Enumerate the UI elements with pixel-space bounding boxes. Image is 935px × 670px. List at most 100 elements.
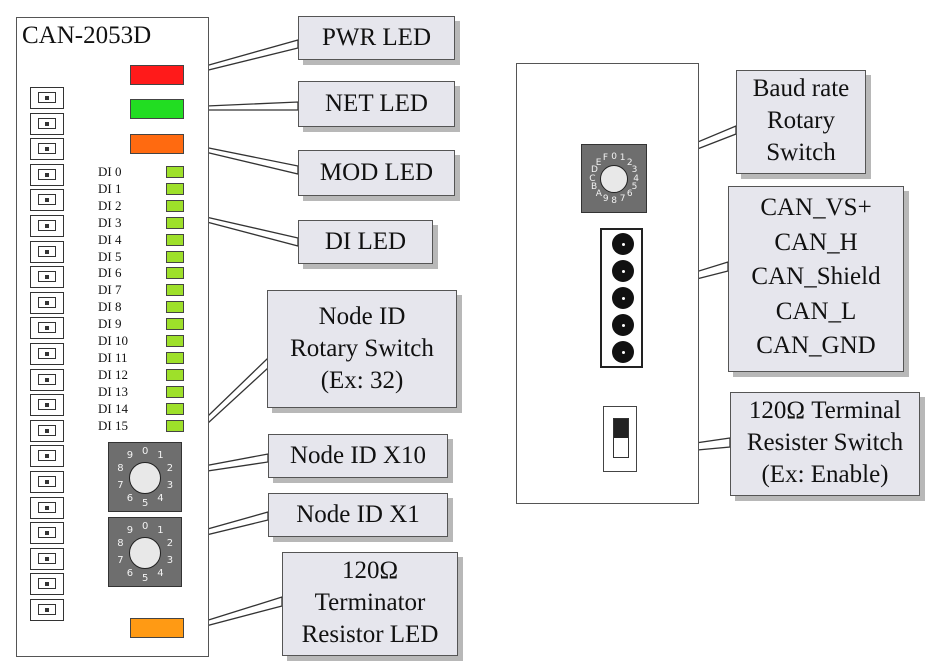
- callout-can-pins: CAN_VS+ CAN_H CAN_Shield CAN_L CAN_GND: [728, 186, 904, 372]
- di-led: [166, 284, 184, 297]
- rotary-digit: B: [590, 181, 598, 192]
- terminal-block: [30, 266, 64, 289]
- rotary-digit: 3: [631, 165, 638, 176]
- rotary-digit: 6: [126, 567, 134, 579]
- di-led: [166, 335, 184, 347]
- di-led: [166, 368, 184, 381]
- rotary-digit: 8: [117, 538, 124, 550]
- can-pin: [606, 232, 637, 256]
- di-label: DI 6: [98, 265, 122, 281]
- terminator-led: [130, 618, 184, 638]
- callout-node-id-x1: Node ID X1: [268, 493, 448, 537]
- di-led: [166, 267, 184, 280]
- rotary-digit: 1: [619, 153, 626, 164]
- di-led: [166, 166, 184, 178]
- rotary-digit: 4: [633, 173, 640, 184]
- rotary-digit: 8: [117, 463, 124, 475]
- rotary-digit: 4: [157, 492, 164, 504]
- di-label: DI 2: [98, 197, 122, 213]
- di-label: DI 8: [98, 299, 122, 315]
- terminal-block: [30, 343, 64, 365]
- di-led: [166, 318, 184, 331]
- di-led: [166, 385, 184, 398]
- di-led: [166, 233, 184, 246]
- rotary-digit: 3: [166, 479, 174, 491]
- rotary-digit: C: [589, 173, 596, 184]
- di-label: DI 12: [98, 366, 128, 382]
- rotary-digit: 5: [142, 572, 149, 584]
- terminal-block: [30, 163, 64, 186]
- terminal-resistor-switch[interactable]: [603, 406, 637, 472]
- rotary-digit: 5: [142, 497, 149, 509]
- di-led: [166, 351, 184, 364]
- rotary-digit: 1: [157, 450, 164, 462]
- callout-baud-rate: Baud rate Rotary Switch: [736, 70, 866, 174]
- rotary-digit: 5: [631, 181, 638, 192]
- callout-terminator-led: 120Ω Terminator Resistor LED: [282, 552, 458, 656]
- rotary-digit: 9: [602, 193, 609, 204]
- terminal-block: [30, 547, 64, 570]
- callout-di-led: DI LED: [298, 220, 433, 264]
- callout-node-id-x10: Node ID X10: [268, 434, 448, 478]
- rotary-digit: 1: [157, 525, 164, 537]
- terminal-block: [30, 573, 64, 596]
- di-led: [166, 419, 184, 432]
- rotary-digit: 7: [117, 479, 124, 491]
- di-led: [166, 182, 184, 195]
- di-label: DI 13: [98, 383, 128, 399]
- callout-mod-led: MOD LED: [298, 150, 455, 196]
- rotary-digit: 7: [619, 193, 626, 204]
- terminal-block: [30, 317, 64, 340]
- rotary-digit: 8: [611, 195, 618, 206]
- net-led: [130, 99, 184, 119]
- rotary-digit: 2: [166, 538, 174, 550]
- rotary-digit: A: [595, 189, 602, 200]
- di-label: DI 15: [98, 417, 128, 433]
- di-led: [166, 199, 184, 212]
- rotary-digit: 9: [126, 450, 134, 462]
- di-led: [166, 301, 184, 314]
- rotary-digit: 2: [626, 157, 633, 168]
- rotary-digit: F: [602, 153, 609, 164]
- dial-baud: [600, 165, 628, 193]
- rotary-digit: 4: [157, 567, 164, 579]
- di-label: DI 9: [98, 316, 122, 332]
- terminal-block: [30, 87, 64, 109]
- callout-net-led: NET LED: [298, 81, 455, 127]
- di-label: DI 3: [98, 214, 122, 230]
- terminal-block: [30, 522, 64, 545]
- callout-pwr-led: PWR LED: [298, 16, 455, 60]
- di-label: DI 0: [98, 164, 122, 179]
- terminal-block: [30, 599, 64, 621]
- device-title: CAN-2053D: [22, 22, 152, 49]
- rotary-digit: 6: [626, 189, 633, 200]
- terminal-block: [30, 240, 64, 263]
- di-led: [166, 250, 184, 263]
- di-label: DI 4: [98, 231, 122, 247]
- rotary-digit: 6: [126, 492, 134, 504]
- rotary-digit: 3: [166, 554, 174, 566]
- can-pin: [606, 313, 637, 337]
- rotary-digit: 2: [166, 463, 174, 475]
- terminal-block: [30, 215, 64, 237]
- can-pin: [606, 286, 637, 310]
- terminal-block: [30, 419, 64, 442]
- can-pin: [606, 259, 637, 283]
- terminal-block: [30, 112, 64, 135]
- terminal-block: [30, 291, 64, 314]
- rotary-digit: E: [595, 157, 602, 168]
- switch-knob: [614, 419, 628, 438]
- di-label: DI 10: [98, 333, 128, 348]
- di-led: [166, 216, 184, 229]
- terminal-block: [30, 368, 64, 391]
- di-label: DI 7: [98, 282, 122, 298]
- rotary-digit: 9: [126, 525, 134, 537]
- can-connector: [600, 228, 643, 368]
- di-label: DI 11: [98, 349, 128, 365]
- callout-node-id-rotary: Node ID Rotary Switch (Ex: 32): [267, 290, 457, 408]
- di-label: DI 1: [98, 180, 122, 196]
- callout-terminal-switch: 120Ω Terminal Resister Switch (Ex: Enabl…: [730, 392, 920, 496]
